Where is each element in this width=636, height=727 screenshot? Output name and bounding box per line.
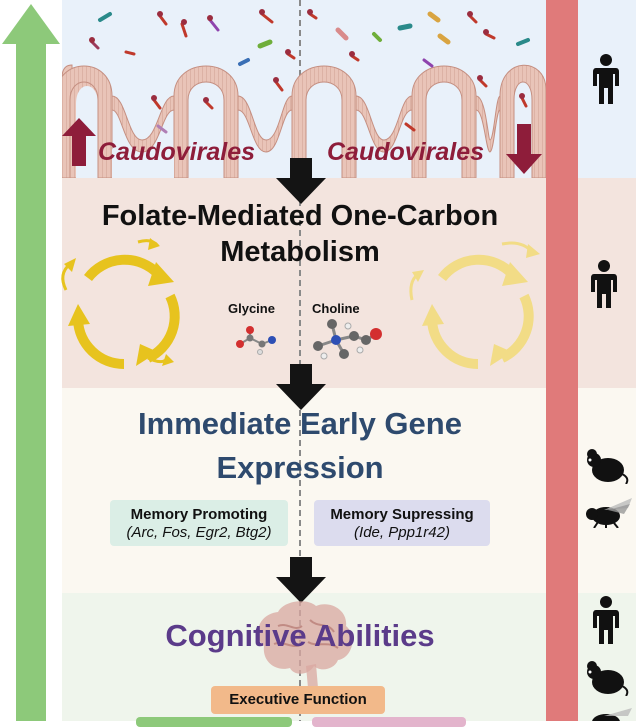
flow-arrow-3-icon xyxy=(276,557,326,603)
human-icon xyxy=(593,54,619,104)
increase-caret-icon xyxy=(62,118,96,166)
choline-molecule-icon xyxy=(313,319,382,360)
flow-arrow-2-icon xyxy=(276,364,326,410)
human-icon xyxy=(591,260,617,308)
flow-arrow-1-icon xyxy=(276,158,326,204)
gut-microbes xyxy=(89,9,530,134)
side-gene-panel xyxy=(578,388,636,593)
mouse-icon xyxy=(587,661,629,696)
memory-suppressing-genes: (Ide, Ppp1r42) xyxy=(354,524,450,541)
metabolism-title: Folate-Mediated One-Carbon Metabolism xyxy=(62,198,538,270)
gene-expression-title-line-1: Immediate Early Gene xyxy=(138,406,462,441)
increase-arrow-icon xyxy=(2,4,60,721)
cognition-box-right-partial xyxy=(312,717,466,727)
side-gut-panel xyxy=(578,0,636,178)
cycle-right-icon xyxy=(409,241,540,370)
gene-expression-title: Immediate Early Gene Expression xyxy=(62,402,538,490)
choline-label: Choline xyxy=(312,301,360,316)
gene-expression-title-line-2: Expression xyxy=(216,450,384,485)
human-icon xyxy=(593,596,619,644)
fly-icon xyxy=(586,498,632,528)
executive-function-label: Executive Function xyxy=(229,691,367,708)
caudovirales-right-label: Caudovirales xyxy=(327,138,485,166)
metabolism-title-line-2: Metabolism xyxy=(220,236,380,268)
decrease-bar xyxy=(546,0,578,721)
caudovirales-left-label: Caudovirales xyxy=(98,138,256,166)
metabolism-title-line-1: Folate-Mediated One-Carbon xyxy=(101,200,499,232)
cognition-box-left-partial xyxy=(136,717,292,727)
memory-promoting-genes: (Arc, Fos, Egr2, Btg2) xyxy=(126,524,272,541)
mouse-icon xyxy=(587,449,629,484)
decrease-caret-icon xyxy=(506,124,542,174)
cognitive-abilities-title: Cognitive Abilities xyxy=(165,618,435,653)
fly-icon xyxy=(592,708,632,721)
glycine-label: Glycine xyxy=(228,301,275,316)
memory-suppressing-box: Memory Supressing (Ide, Ppp1r42) xyxy=(314,500,490,546)
brain-icon xyxy=(257,601,353,688)
memory-promoting-box: Memory Promoting (Arc, Fos, Egr2, Btg2) xyxy=(110,500,288,546)
memory-promoting-label: Memory Promoting xyxy=(130,506,268,523)
glycine-molecule-icon xyxy=(236,326,276,355)
cycle-left-icon xyxy=(61,238,180,370)
memory-suppressing-label: Memory Supressing xyxy=(330,506,474,523)
executive-function-box: Executive Function xyxy=(211,686,385,714)
